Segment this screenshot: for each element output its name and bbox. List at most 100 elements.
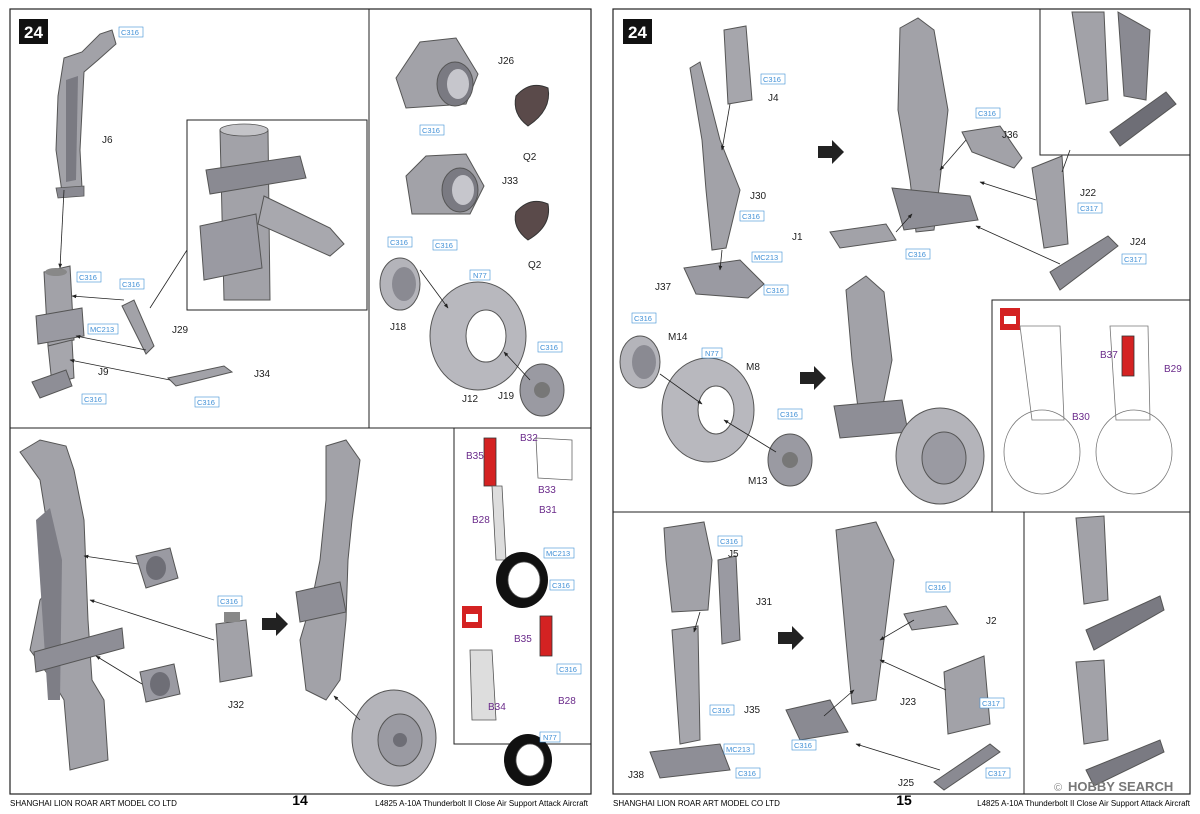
step-number-right: 24 [628, 23, 647, 42]
wheel-assembled-left [351, 689, 437, 787]
clamp-upper [135, 547, 179, 589]
paint-c317-r3: C317 [982, 699, 1000, 708]
paint-mc213-b: MC213 [546, 549, 570, 558]
door-j25 [933, 743, 1001, 791]
paint-c317-r1: C317 [1080, 204, 1098, 213]
wheel-half-m13 [767, 433, 813, 487]
detail-zoom-top [1061, 11, 1177, 173]
paint-c316-r7: C316 [780, 410, 798, 419]
label-b29: B29 [1164, 364, 1182, 375]
link-j36 [961, 125, 1023, 169]
label-q2-upper: Q2 [523, 152, 537, 163]
hobby-search-watermark: © HOBBY SEARCH [1054, 779, 1173, 794]
label-j5: J5 [728, 549, 739, 560]
strut-assembly-bottom [835, 521, 895, 705]
paint-guide-b [462, 606, 553, 786]
label-j36: J36 [1002, 130, 1019, 141]
label-j37: J37 [655, 282, 672, 293]
page-number-right: 15 [896, 792, 912, 808]
paint-c316-j: C316 [220, 597, 238, 606]
label-q2-lower: Q2 [528, 260, 542, 271]
paint-c316-r10: C316 [712, 706, 730, 715]
paint-c316-r5: C316 [908, 250, 926, 259]
strut-assembly-mid [833, 275, 985, 505]
label-m8: M8 [746, 362, 760, 373]
paint-c316-r11: C316 [794, 741, 812, 750]
label-j35: J35 [744, 705, 761, 716]
paint-n77-a: N77 [473, 271, 487, 280]
shield-q2-lower [514, 200, 550, 241]
paint-c316-r6: C316 [634, 314, 652, 323]
page-14: 24 [9, 8, 592, 808]
strut-j31 [649, 521, 741, 779]
step-badge [19, 19, 48, 44]
hub-j26 [395, 37, 479, 109]
label-j22: J22 [1080, 188, 1097, 199]
label-j9: J9 [98, 367, 109, 378]
label-b30: B30 [1072, 412, 1090, 423]
paint-c316-e: C316 [197, 398, 215, 407]
label-j6: J6 [102, 135, 113, 146]
paint-c316-g: C316 [435, 241, 453, 250]
paint-c316-b: C316 [79, 273, 97, 282]
arm-j1 [829, 223, 897, 249]
strut-j30 [689, 25, 753, 251]
paint-c316-r12: C316 [738, 769, 756, 778]
label-j2: J2 [986, 616, 997, 627]
paint-c316-d: C316 [84, 395, 102, 404]
label-j19: J19 [498, 391, 515, 402]
paint-mc213-a: MC213 [90, 325, 114, 334]
page-15: 24 [612, 8, 1191, 808]
bracket-j37 [683, 259, 765, 299]
label-b37: B37 [1100, 350, 1118, 361]
paint-c316-i: C316 [540, 343, 558, 352]
label-b28-a: B28 [472, 515, 490, 526]
paint-mc213-r2: MC213 [726, 745, 750, 754]
label-m13: M13 [748, 476, 768, 487]
paint-n77-r1: N77 [705, 349, 719, 358]
strut-assembly-top [891, 17, 979, 233]
label-b35-b: B35 [514, 634, 532, 645]
paint-c316-f: C316 [422, 126, 440, 135]
label-j33: J33 [502, 176, 519, 187]
paint-c316-k: C316 [552, 581, 570, 590]
paint-guide-c [1000, 308, 1173, 495]
step-arrow-right-mid [800, 366, 826, 390]
wheel-half-j18 [379, 257, 421, 311]
strut-assembly-right [295, 439, 361, 701]
watermark-brand: HOBBY SEARCH [1068, 779, 1173, 794]
label-j34: J34 [254, 369, 271, 380]
label-b33: B33 [538, 485, 556, 496]
label-j31: J31 [756, 597, 773, 608]
tire-j12 [429, 281, 527, 391]
label-j38: J38 [628, 770, 645, 781]
paint-c316-r3: C316 [766, 286, 784, 295]
company-name-left: SHANGHAI LION ROAR ART MODEL CO LTD [10, 799, 177, 808]
paint-c317-r2: C317 [1124, 255, 1142, 264]
strut-lower-assembly [31, 265, 85, 399]
tire-m8 [661, 357, 755, 463]
paint-c317-r4: C317 [988, 769, 1006, 778]
page-number-left: 14 [292, 792, 308, 808]
label-j1: J1 [792, 232, 803, 243]
company-name-right: SHANGHAI LION ROAR ART MODEL CO LTD [613, 799, 780, 808]
step-arrow-right-bottom [778, 626, 804, 650]
hub-j33 [405, 153, 485, 215]
label-j24: J24 [1130, 237, 1147, 248]
link-j34 [166, 365, 234, 387]
label-b31: B31 [539, 505, 557, 516]
detail-zoom [149, 119, 368, 311]
door-j23 [943, 655, 991, 735]
paint-c316-a: C316 [121, 28, 139, 37]
step-arrow-left [262, 612, 288, 636]
paint-mc213-r1: MC213 [754, 253, 778, 262]
label-j29: J29 [172, 325, 189, 336]
paint-c316-r1: C316 [763, 75, 781, 84]
paint-c316-r9: C316 [928, 583, 946, 592]
product-name-right: L4825 A-10A Thunderbolt II Close Air Sup… [977, 799, 1191, 808]
product-name-left: L4825 A-10A Thunderbolt II Close Air Sup… [375, 799, 589, 808]
clamp-lower [139, 663, 181, 703]
label-j32: J32 [228, 700, 245, 711]
